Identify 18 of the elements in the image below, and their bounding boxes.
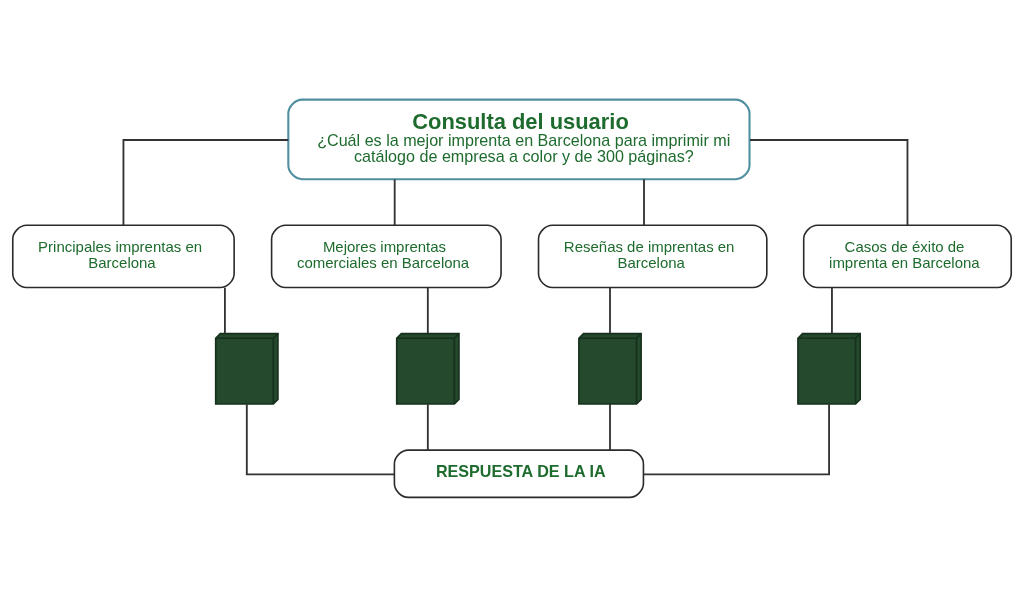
connector — [642, 403, 830, 476]
connector — [245, 403, 395, 476]
connector — [643, 178, 645, 227]
node-box: Reseñas de imprentas en Barcelona — [537, 224, 768, 289]
connector — [122, 139, 290, 227]
node-box: Casos de éxito de imprenta en Barcelona — [802, 224, 1013, 289]
connector — [393, 178, 396, 227]
connector — [749, 139, 909, 227]
connector — [426, 403, 429, 451]
node-box: Consulta del usuario ¿Cuál es la mejor imprenta en Barcelona para imprimir mi catálogo de empresa a color y de 300 páginas? — [287, 98, 751, 181]
node-box: Mejores imprentas comerciales en Barcelona — [270, 224, 502, 289]
connector — [224, 286, 226, 335]
node-box: RESPUESTA DE LA IA — [393, 449, 645, 499]
connector — [609, 403, 611, 451]
connector — [831, 286, 833, 335]
connector — [426, 286, 429, 335]
connector — [609, 286, 611, 335]
node-box: Principales imprentas en Barcelona — [11, 224, 235, 289]
